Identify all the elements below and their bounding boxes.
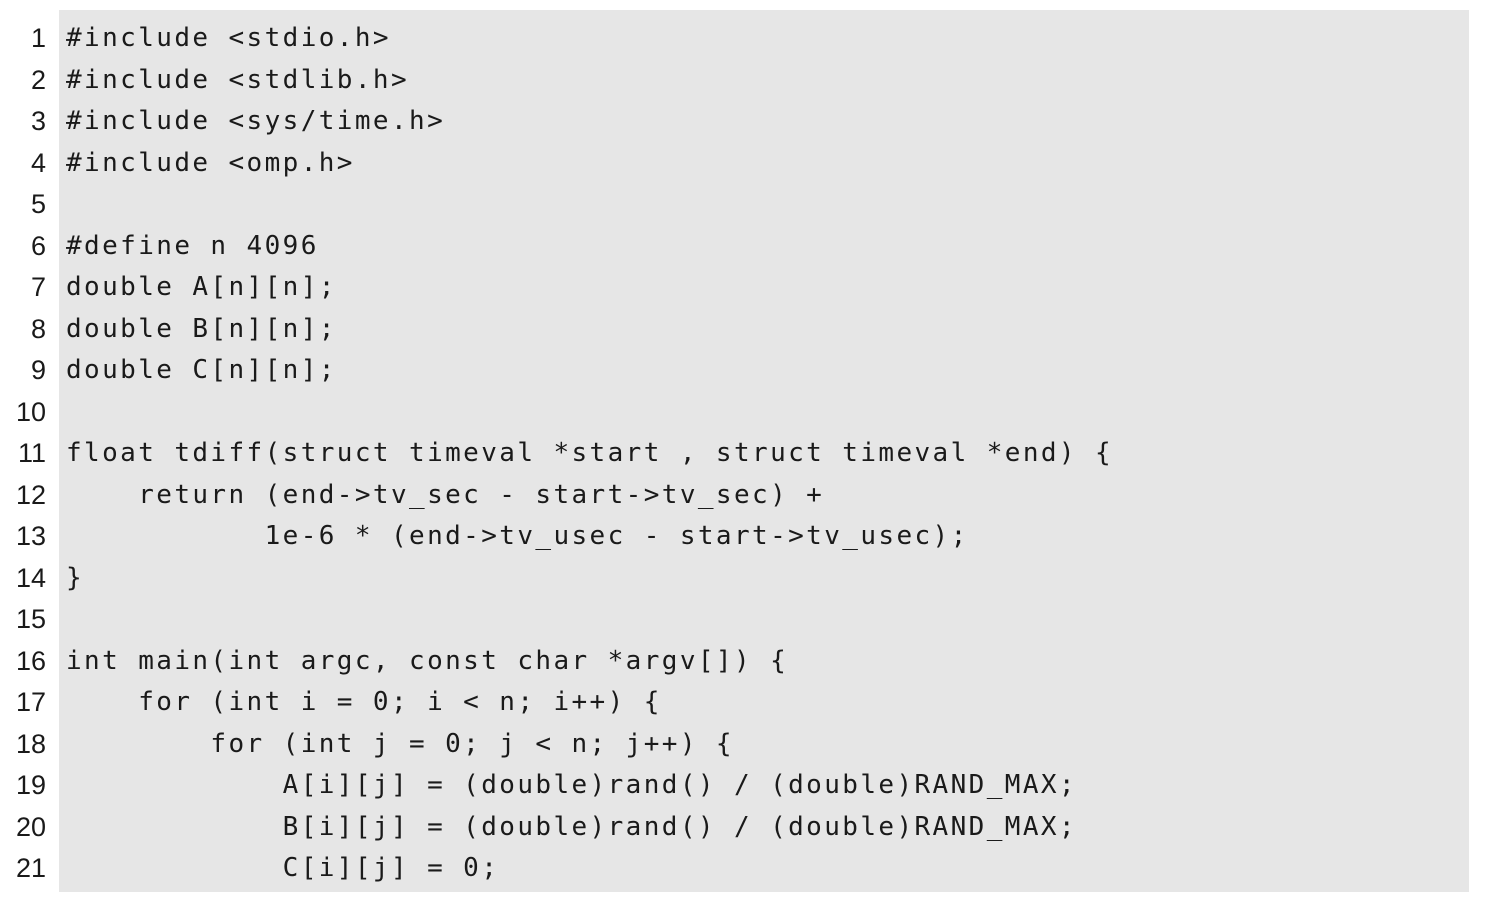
line-number: 16 [15, 645, 46, 676]
code-line: 20 B[i][j] = (double)rand() / (double)RA… [0, 807, 1470, 849]
code-line: 9 double C[n][n]; [0, 350, 1470, 392]
line-number: 18 [15, 728, 46, 759]
line-number: 9 [30, 355, 46, 385]
code-line: 5 [0, 184, 1470, 226]
code-line: 4 #include <omp.h> [0, 143, 1470, 185]
code-text: float tdiff(struct timeval *start , stru… [66, 438, 1114, 468]
code-text: for (int j = 0; j < n; j++) { [66, 728, 734, 759]
line-number: 3 [30, 106, 46, 136]
line-number: 5 [30, 189, 46, 219]
code-line: 10 [0, 392, 1470, 434]
code-line: 13 1e-6 * (end->tv_usec - start->tv_usec… [0, 516, 1470, 558]
code-text: C[i][j] = 0; [66, 853, 500, 883]
code-line: 2 #include <stdlib.h> [0, 60, 1470, 102]
line-number: 21 [15, 853, 46, 883]
line-number: 12 [15, 479, 46, 510]
code-text: return (end->tv_sec - start->tv_sec) + [66, 479, 825, 510]
code-line: 12 return (end->tv_sec - start->tv_sec) … [0, 475, 1470, 517]
code-text: #include <omp.h> [66, 147, 355, 178]
line-number: 7 [30, 272, 46, 302]
code-text: } [66, 562, 85, 593]
code-line: 7 double A[n][n]; [0, 267, 1470, 309]
code-line: 17 for (int i = 0; i < n; i++) { [0, 682, 1470, 724]
code-line: 6 #define n 4096 [0, 226, 1470, 268]
code-line: 3 #include <sys/time.h> [0, 101, 1470, 143]
line-number: 4 [30, 147, 46, 178]
code-text: for (int i = 0; i < n; i++) { [66, 687, 662, 717]
line-number: 15 [15, 604, 46, 634]
line-number: 2 [30, 64, 46, 95]
code-text: double C[n][n]; [66, 355, 337, 385]
line-number: 14 [15, 562, 46, 593]
line-number: 19 [15, 770, 46, 800]
code-text: #include <stdio.h> [66, 23, 391, 53]
line-number: 11 [17, 438, 46, 468]
line-number: 17 [15, 687, 46, 717]
code-line: 15 [0, 599, 1470, 641]
line-number: 10 [15, 396, 46, 427]
code-line: 1 #include <stdio.h> [0, 18, 1470, 60]
code-text: #define n 4096 [66, 230, 319, 261]
code-line: 14 } [0, 558, 1470, 600]
line-number: 6 [30, 230, 46, 261]
code-line: 21 C[i][j] = 0; [0, 848, 1470, 890]
code-line: 11 float tdiff(struct timeval *start , s… [0, 433, 1470, 475]
code-line: 8 double B[n][n]; [0, 309, 1470, 351]
line-number: 1 [30, 23, 46, 53]
code-text: B[i][j] = (double)rand() / (double)RAND_… [66, 811, 1077, 842]
line-number: 8 [30, 313, 46, 344]
code-line: 19 A[i][j] = (double)rand() / (double)RA… [0, 765, 1470, 807]
line-number: 13 [15, 521, 46, 551]
code-text: A[i][j] = (double)rand() / (double)RAND_… [66, 770, 1077, 800]
code-line: 16 int main(int argc, const char *argv[]… [0, 641, 1470, 683]
code-text: int main(int argc, const char *argv[]) { [66, 645, 789, 676]
code-text: #include <stdlib.h> [66, 64, 410, 95]
code-text: double B[n][n]; [66, 313, 337, 344]
line-number: 20 [15, 811, 46, 842]
code-text: #include <sys/time.h> [66, 106, 446, 136]
code-line: 18 for (int j = 0; j < n; j++) { [0, 724, 1470, 766]
code-text: 1e-6 * (end->tv_usec - start->tv_usec); [66, 521, 969, 551]
code-background [59, 10, 1469, 892]
code-text: double A[n][n]; [66, 272, 337, 302]
